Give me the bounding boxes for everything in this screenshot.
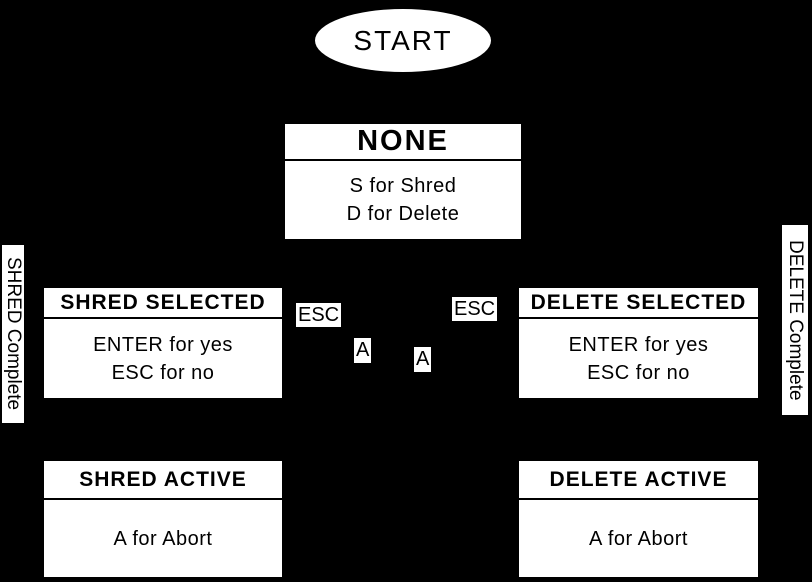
state-delete-active-title: DELETE ACTIVE xyxy=(519,461,758,500)
state-shred-selected-line2: ESC for no xyxy=(111,361,215,384)
state-none: NONE S for Shred D for Delete xyxy=(285,124,521,239)
state-none-body: S for Shred D for Delete xyxy=(285,161,521,239)
state-none-title: NONE xyxy=(285,124,521,161)
state-delete-active-line1: A for Abort xyxy=(589,527,688,550)
edge-label-a-right: A xyxy=(414,347,432,372)
side-label-delete-complete: DELETE Complete xyxy=(782,225,808,415)
state-delete-selected-title: DELETE SELECTED xyxy=(519,288,758,319)
state-delete-selected-line1: ENTER for yes xyxy=(568,333,709,356)
state-delete-active: DELETE ACTIVE A for Abort xyxy=(519,461,758,577)
start-node-label: START xyxy=(353,24,453,56)
state-delete-selected: DELETE SELECTED ENTER for yes ESC for no xyxy=(519,288,758,398)
state-delete-selected-body: ENTER for yes ESC for no xyxy=(519,319,758,398)
state-shred-active-line1: A for Abort xyxy=(113,527,213,550)
start-node: START xyxy=(315,9,491,72)
state-shred-selected-title: SHRED SELECTED xyxy=(44,288,282,319)
state-shred-active-body: A for Abort xyxy=(44,500,282,577)
state-shred-selected-body: ENTER for yes ESC for no xyxy=(44,319,282,398)
state-none-line2: D for Delete xyxy=(346,203,460,225)
state-shred-active-title: SHRED ACTIVE xyxy=(44,461,282,500)
state-delete-selected-line2: ESC for no xyxy=(587,361,690,384)
state-shred-selected-line1: ENTER for yes xyxy=(93,333,233,356)
state-shred-selected: SHRED SELECTED ENTER for yes ESC for no xyxy=(44,288,282,398)
state-none-line1: S for Shred xyxy=(349,175,457,197)
edge-label-esc-right: ESC xyxy=(452,297,498,321)
state-delete-active-body: A for Abort xyxy=(519,500,758,577)
edge-label-esc-left: ESC xyxy=(296,303,342,327)
side-label-shred-complete: SHRED Complete xyxy=(2,245,24,423)
edge-label-a-left: A xyxy=(354,338,372,363)
state-shred-active: SHRED ACTIVE A for Abort xyxy=(44,461,282,577)
